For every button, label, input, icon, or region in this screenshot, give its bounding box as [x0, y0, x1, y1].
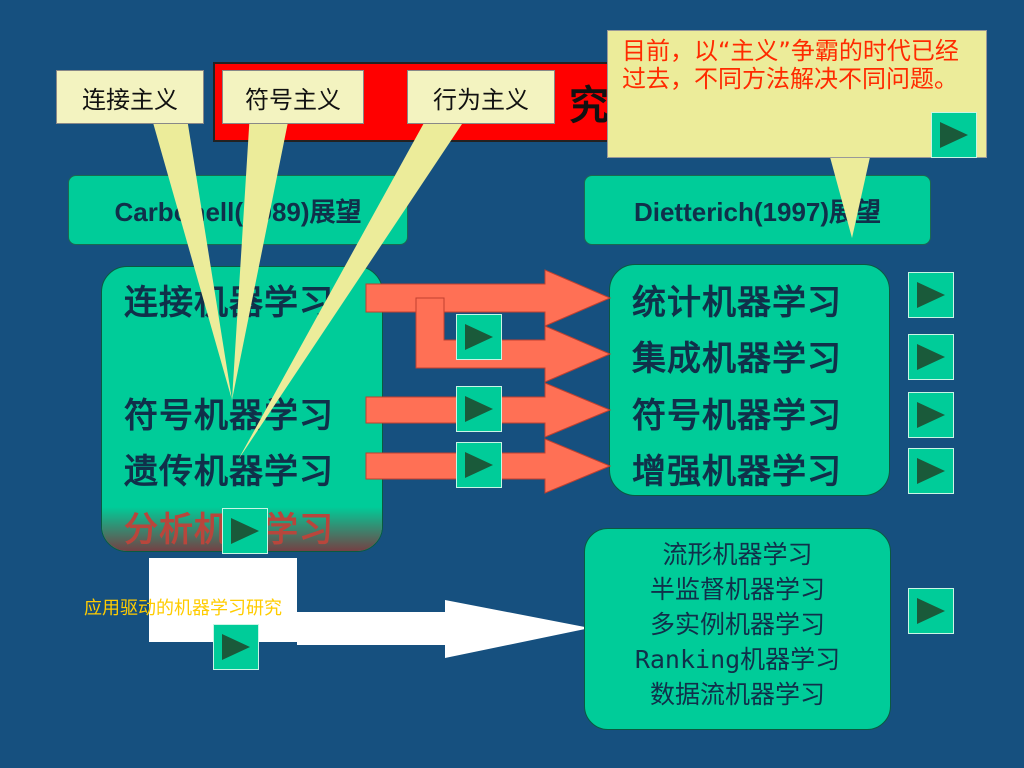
- play-button-analytic[interactable]: [222, 508, 268, 554]
- right-item-statistical: 统计机器学习: [632, 283, 842, 323]
- callout-box: 目前，以“主义”争霸的时代已经过去，不同方法解决不同问题。: [607, 30, 987, 158]
- future-item-ranking: Ranking机器学习: [634, 645, 841, 674]
- tag-connectionism-label: 连接主义: [82, 85, 178, 114]
- play-button-ensemble-right[interactable]: [908, 334, 954, 380]
- arrow-branch: [415, 297, 612, 383]
- play-icon: [465, 396, 493, 422]
- play-icon: [917, 282, 945, 308]
- right-item-ensemble: 集成机器学习: [632, 339, 842, 379]
- future-item-datastream: 数据流机器学习: [649, 680, 825, 709]
- tag-symbolism-label: 符号主义: [245, 85, 341, 114]
- future-panel: 流形机器学习 半监督机器学习 多实例机器学习 Ranking机器学习 数据流机器…: [584, 528, 891, 730]
- future-item-multiinstance: 多实例机器学习: [649, 610, 825, 639]
- tag-pointer-behavior: [238, 112, 470, 460]
- play-icon: [222, 634, 250, 660]
- tag-symbolism: 符号主义: [222, 70, 364, 124]
- tag-behaviorism: 行为主义: [407, 70, 555, 124]
- play-button-symbolic-right[interactable]: [908, 392, 954, 438]
- play-button-statistical[interactable]: [908, 272, 954, 318]
- play-icon: [917, 458, 945, 484]
- play-icon: [917, 402, 945, 428]
- play-icon: [465, 452, 493, 478]
- title-text: 究: [569, 83, 609, 129]
- play-icon: [231, 518, 259, 544]
- play-icon: [465, 324, 493, 350]
- left-header: Carbonell(1989)展望: [68, 175, 408, 245]
- right-item-symbolic: 符号机器学习: [632, 396, 842, 436]
- play-button-genetic[interactable]: [456, 442, 502, 488]
- play-button-future[interactable]: [908, 588, 954, 634]
- left-item-genetic: 遗传机器学习: [124, 452, 334, 492]
- tag-connectionism: 连接主义: [56, 70, 204, 124]
- play-button-symbolic[interactable]: [456, 386, 502, 432]
- play-button-ensemble[interactable]: [456, 314, 502, 360]
- left-header-text: Carbonell(1989)展望: [114, 196, 362, 227]
- left-item-symbolic: 符号机器学习: [124, 396, 334, 436]
- right-header: Dietterich(1997)展望: [584, 175, 931, 245]
- arrow-application: [297, 600, 590, 658]
- tag-pointer-symbolic: [232, 112, 290, 400]
- play-icon: [917, 598, 945, 624]
- right-panel: [609, 264, 890, 496]
- callout-pointer: [830, 157, 870, 238]
- app-driven-label: 应用驱动的机器学习研究: [84, 598, 282, 619]
- play-button-application[interactable]: [213, 624, 259, 670]
- tag-behaviorism-label: 行为主义: [433, 85, 529, 114]
- play-button-callout[interactable]: [931, 112, 977, 158]
- play-icon: [917, 344, 945, 370]
- left-item-connection: 连接机器学习: [124, 283, 334, 323]
- future-item-semisupervised: 半监督机器学习: [649, 575, 825, 604]
- play-icon: [940, 122, 968, 148]
- right-header-text: Dietterich(1997)展望: [633, 196, 882, 227]
- right-item-reinforcement: 增强机器学习: [632, 452, 842, 492]
- play-button-reinforcement[interactable]: [908, 448, 954, 494]
- tag-pointer-connection: [150, 112, 232, 400]
- future-item-manifold: 流形机器学习: [662, 540, 813, 569]
- callout-text: 目前，以“主义”争霸的时代已经过去，不同方法解决不同问题。: [622, 37, 959, 93]
